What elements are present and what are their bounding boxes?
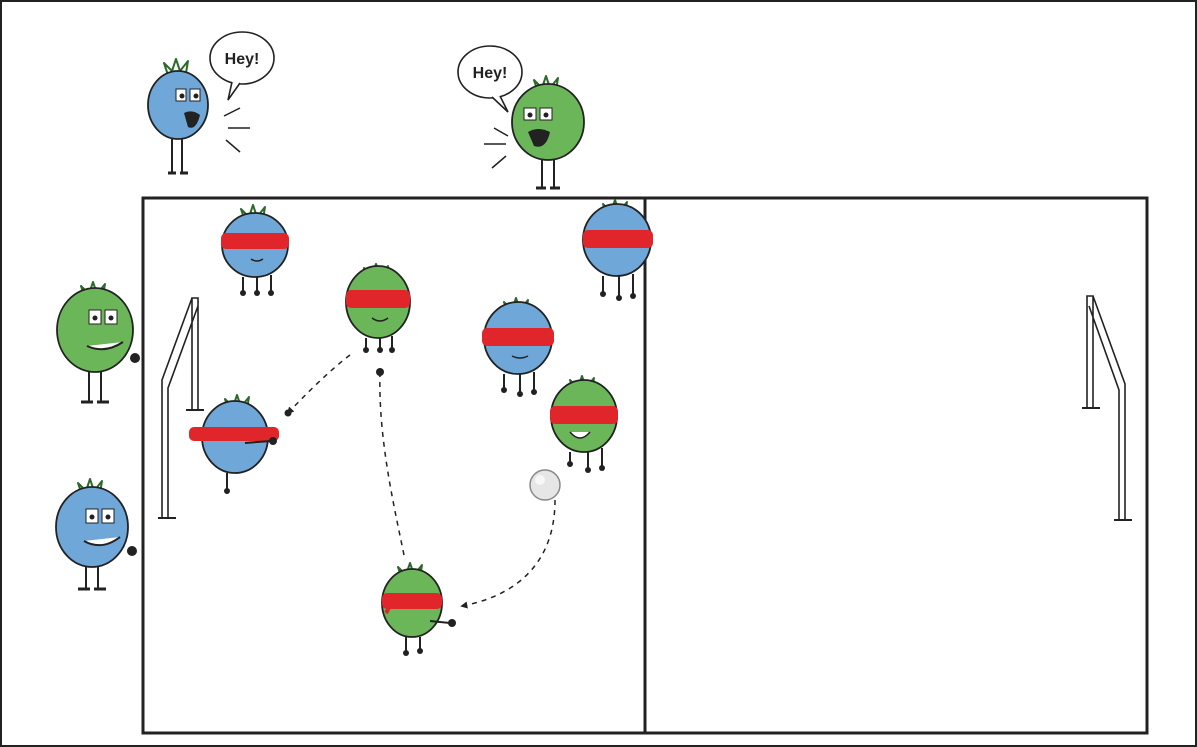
pass-arrow-icon — [286, 354, 351, 415]
shout-lines — [223, 107, 250, 153]
speech-bubble-icon: Hey! — [209, 31, 275, 101]
player-green-1 — [345, 263, 411, 353]
player-green-2 — [550, 375, 618, 473]
player-blue-2 — [189, 394, 279, 494]
goal-icon — [1082, 295, 1132, 521]
speech-bubble-text: Hey! — [225, 51, 260, 68]
speech-bubble-icon: Hey! — [457, 45, 523, 113]
shout-lines — [484, 127, 509, 169]
pass-arrow-icon — [379, 371, 406, 561]
coach-blue — [147, 58, 209, 175]
coach-green — [511, 75, 585, 190]
player-blue-1 — [221, 204, 289, 296]
pass-arrow-icon — [284, 409, 292, 417]
pass-arrow-icon — [376, 368, 384, 376]
player-green-3 — [381, 562, 456, 656]
player-blue-4 — [482, 297, 554, 397]
sub-green — [56, 281, 140, 404]
pass-arrow-icon — [460, 499, 556, 609]
goal-icon — [158, 297, 204, 519]
sub-blue — [55, 478, 137, 591]
player-blue-3 — [582, 199, 653, 301]
speech-bubble-text: Hey! — [473, 65, 508, 82]
ball-icon — [529, 469, 561, 501]
